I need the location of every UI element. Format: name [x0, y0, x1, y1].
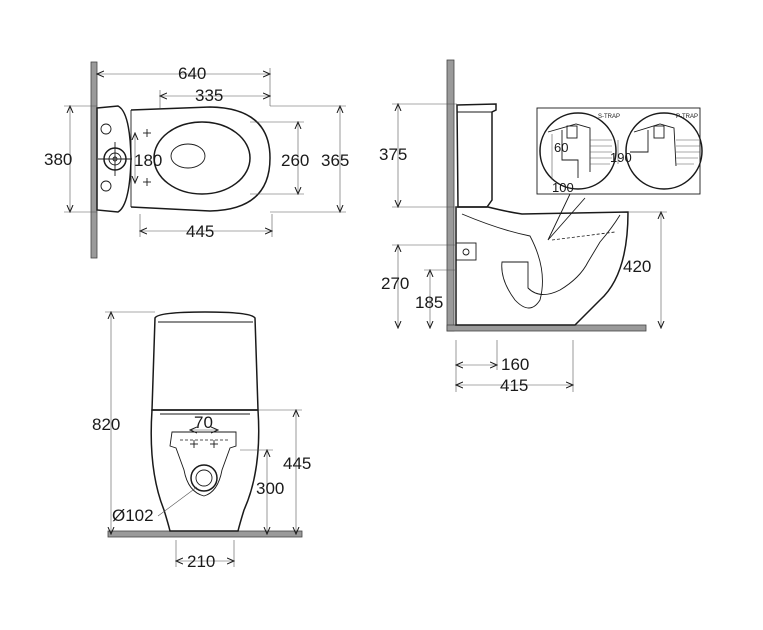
- p-trap-label: P-TRAP: [676, 114, 698, 120]
- dim-seat-height: 420: [623, 257, 651, 276]
- dim-outlet-distance: 160: [501, 355, 529, 374]
- front-view-inner-trap: [169, 431, 237, 497]
- dim-inlet-height-low: 185: [415, 293, 443, 312]
- dim-inlet-height: 270: [381, 274, 409, 293]
- front-view-dim-lines: [105, 312, 302, 567]
- dim-outlet-span: 415: [500, 376, 528, 395]
- dim-p-trap: 190: [610, 150, 632, 165]
- detail-callout-frame: [536, 107, 701, 195]
- s-trap-label: S-TRAP: [598, 114, 620, 120]
- front-view-tank-outline: [151, 311, 259, 411]
- dim-outlet-height: 300: [256, 479, 284, 498]
- side-view: S-TRAP P-TRAP 60 100 190 375 420 270 185…: [379, 59, 703, 395]
- side-view-pan-outline: [455, 206, 629, 326]
- top-view-bowl-opening: [153, 121, 251, 195]
- dim-fixing-distance: 445: [186, 222, 214, 241]
- dim-tank-height: 375: [379, 145, 407, 164]
- dim-outlet-diameter: Ø102: [112, 506, 154, 525]
- dim-inlet-spacing: 180: [134, 151, 162, 170]
- dim-base-width: 210: [187, 552, 215, 571]
- dim-bowl-width: 260: [281, 151, 309, 170]
- dim-overall-width: 365: [321, 151, 349, 170]
- top-view-inlet-icon: [98, 123, 132, 192]
- side-view-inlet-block: [455, 242, 477, 261]
- front-view: 820 70 445 300 Ø102 210: [92, 312, 311, 571]
- detail-callout-leader: [547, 193, 586, 241]
- front-view-pan-outline: [150, 409, 260, 532]
- top-view: 640 335 380 180 260 365 445: [44, 61, 349, 259]
- dim-total-height: 820: [92, 415, 120, 434]
- top-view-drain: [170, 143, 206, 169]
- s-trap-detail-circle: [539, 112, 617, 190]
- side-view-tank-outline: [456, 103, 497, 208]
- dim-bowl-length: 335: [195, 86, 223, 105]
- front-view-floor: [107, 530, 303, 538]
- s-trap-detail-drawing: [547, 123, 612, 180]
- top-view-wall: [90, 61, 98, 259]
- dim-pan-height: 445: [283, 454, 311, 473]
- side-view-wall: [446, 59, 455, 332]
- top-view-bowl-outline: [130, 106, 271, 212]
- dim-s-trap-b: 100: [552, 180, 574, 195]
- dim-outlet-offset: 70: [194, 413, 213, 432]
- front-view-fixing-marks: [190, 440, 218, 448]
- side-view-dim-lines: [392, 104, 667, 392]
- p-trap-detail-circle: [625, 112, 703, 190]
- top-view-fixing-marks: [143, 129, 151, 186]
- front-view-outlet: [190, 464, 218, 492]
- dim-overall-length: 640: [178, 64, 206, 83]
- dim-tank-width: 380: [44, 150, 72, 169]
- side-view-trapway: [461, 213, 621, 309]
- dim-s-trap-a: 60: [554, 140, 568, 155]
- p-trap-detail-drawing: [617, 123, 700, 167]
- side-view-floor: [446, 324, 647, 332]
- top-view-dim-lines: [64, 68, 346, 237]
